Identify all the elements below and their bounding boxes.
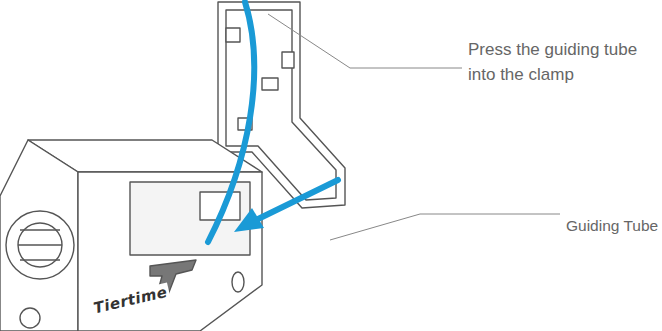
callout-label: Press the guiding tube into the clamp xyxy=(468,38,658,87)
fan-ring xyxy=(18,223,62,267)
bracket-slot xyxy=(262,78,278,90)
bracket-slot xyxy=(282,52,294,68)
body-front-face xyxy=(78,172,262,331)
guiding-tube xyxy=(208,2,254,242)
fan-grille xyxy=(18,230,62,260)
body-left-face xyxy=(0,140,78,331)
screw-hole xyxy=(232,272,244,292)
bracket-slot xyxy=(226,28,240,42)
arrow-head xyxy=(234,208,264,232)
insert-arrow xyxy=(256,180,338,220)
knob xyxy=(20,308,40,328)
leader-line xyxy=(330,214,560,240)
callout-label: Guiding Tube xyxy=(566,215,660,237)
fan-opening xyxy=(6,211,74,279)
leader-line xyxy=(268,14,462,68)
